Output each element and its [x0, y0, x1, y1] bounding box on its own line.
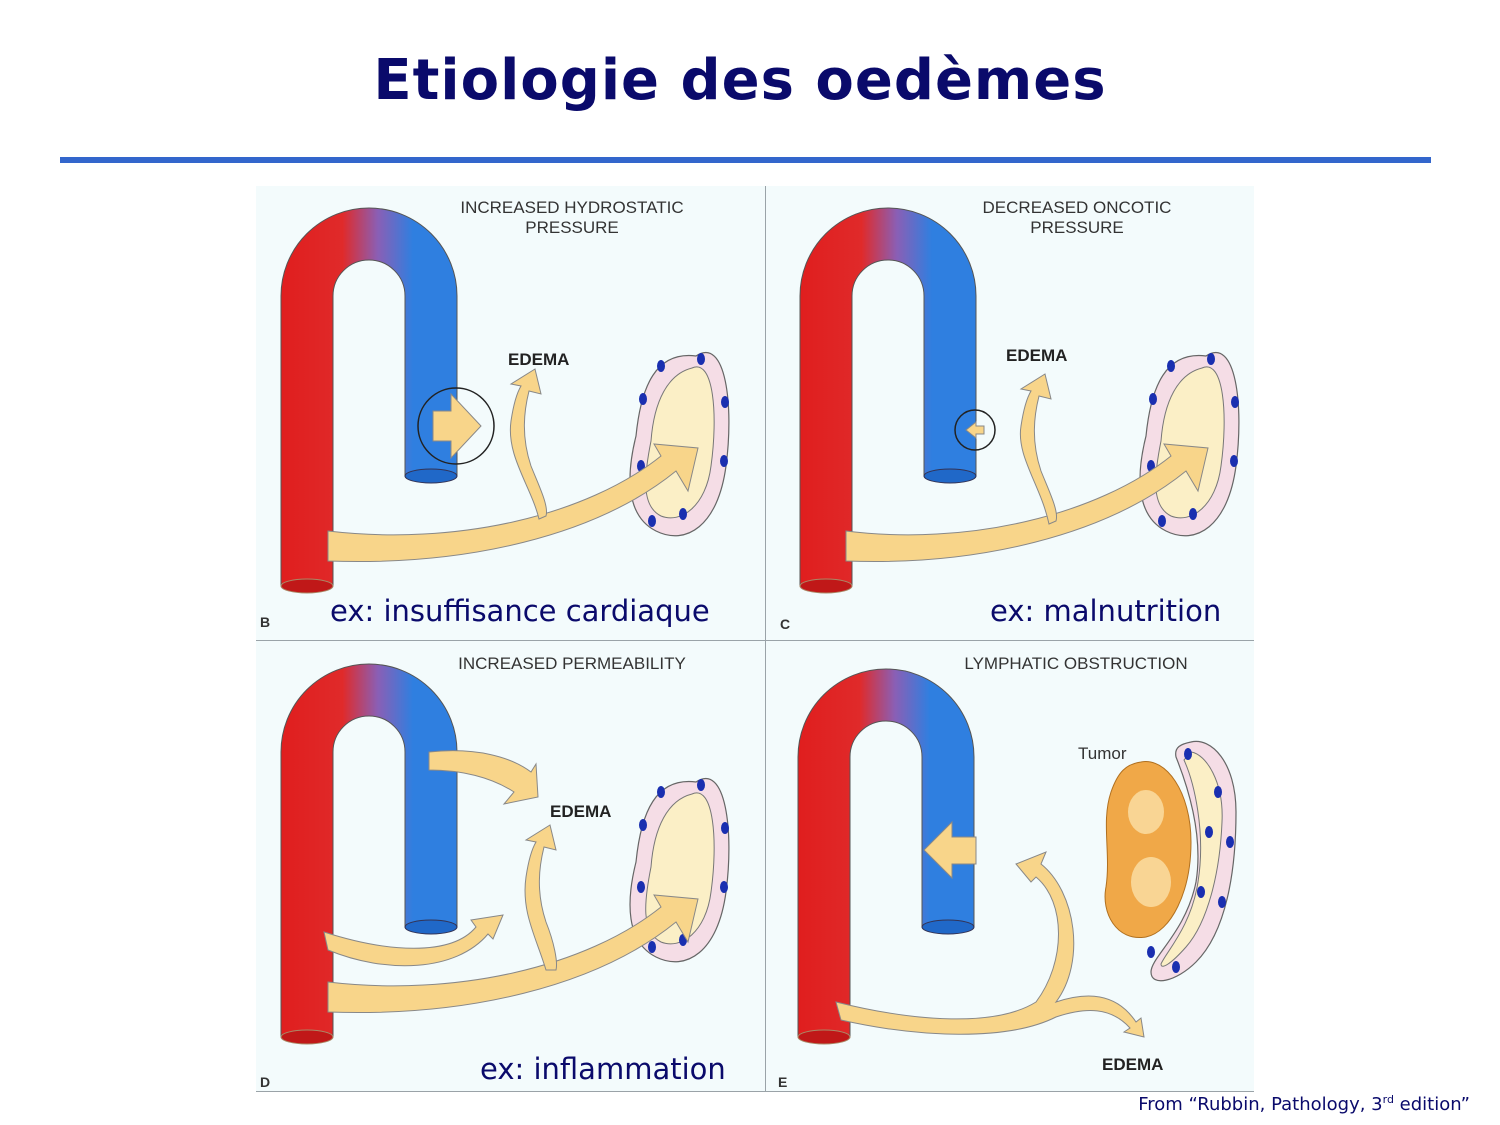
edema-label: EDEMA	[1102, 1055, 1164, 1074]
panel-letter: D	[260, 1074, 271, 1090]
panel-letter: B	[260, 614, 271, 630]
panel-title: INCREASED HYDROSTATIC PRESSURE	[426, 198, 718, 238]
example-caption: ex: insuffisance cardiaque	[330, 594, 710, 628]
panel-title-line2: PRESSURE	[1030, 218, 1124, 237]
source-citation: From “Rubbin, Pathology, 3rd edition”	[1138, 1093, 1470, 1115]
edema-etiology-figure: INCREASED HYDROSTATIC PRESSURE EDEMA B e…	[256, 186, 1254, 1092]
example-caption: ex: inflammation	[480, 1052, 726, 1086]
panel-oncotic-pressure: DECREASED ONCOTIC PRESSURE EDEMA C ex: m…	[766, 186, 1264, 638]
edema-label: EDEMA	[550, 802, 612, 821]
panel-divider-horizontal	[256, 640, 1254, 641]
example-caption: ex: malnutrition	[990, 594, 1222, 628]
panel-lymphatic-obstruction: LYMPHATIC OBSTRUCTION Tumor EDEMA E	[766, 642, 1264, 1094]
vessel-diagram-d	[280, 663, 730, 1045]
source-superscript: rd	[1382, 1093, 1394, 1106]
vessel-diagram-b	[280, 207, 730, 594]
panel-title: INCREASED PERMEABILITY	[458, 654, 686, 673]
figure-bottom-border	[256, 1091, 1254, 1092]
panel-title: DECREASED ONCOTIC PRESSURE	[932, 198, 1222, 238]
edema-label: EDEMA	[1006, 346, 1068, 365]
title-divider	[60, 157, 1431, 163]
tumor-label: Tumor	[1078, 744, 1127, 763]
panel-title-line2: PRESSURE	[525, 218, 619, 237]
source-suffix: edition”	[1393, 1094, 1470, 1115]
vessel-diagram-c	[799, 207, 1240, 594]
panel-title-line1: INCREASED HYDROSTATIC	[460, 198, 684, 217]
slide-title: Etiologie des oedèmes	[373, 48, 1107, 113]
panel-title: LYMPHATIC OBSTRUCTION	[964, 654, 1188, 673]
source-prefix: From “Rubbin, Pathology, 3	[1138, 1094, 1383, 1115]
panel-divider-vertical	[765, 186, 766, 1092]
panel-hydrostatic-pressure: INCREASED HYDROSTATIC PRESSURE EDEMA B e…	[256, 186, 754, 638]
panel-increased-permeability: INCREASED PERMEABILITY EDEMA D ex: infla…	[256, 642, 754, 1094]
panel-letter: E	[778, 1074, 788, 1090]
vessel-diagram-e	[797, 668, 1237, 1045]
panel-letter: C	[780, 616, 791, 632]
panel-title-line1: DECREASED ONCOTIC	[982, 198, 1172, 217]
edema-label: EDEMA	[508, 350, 570, 369]
